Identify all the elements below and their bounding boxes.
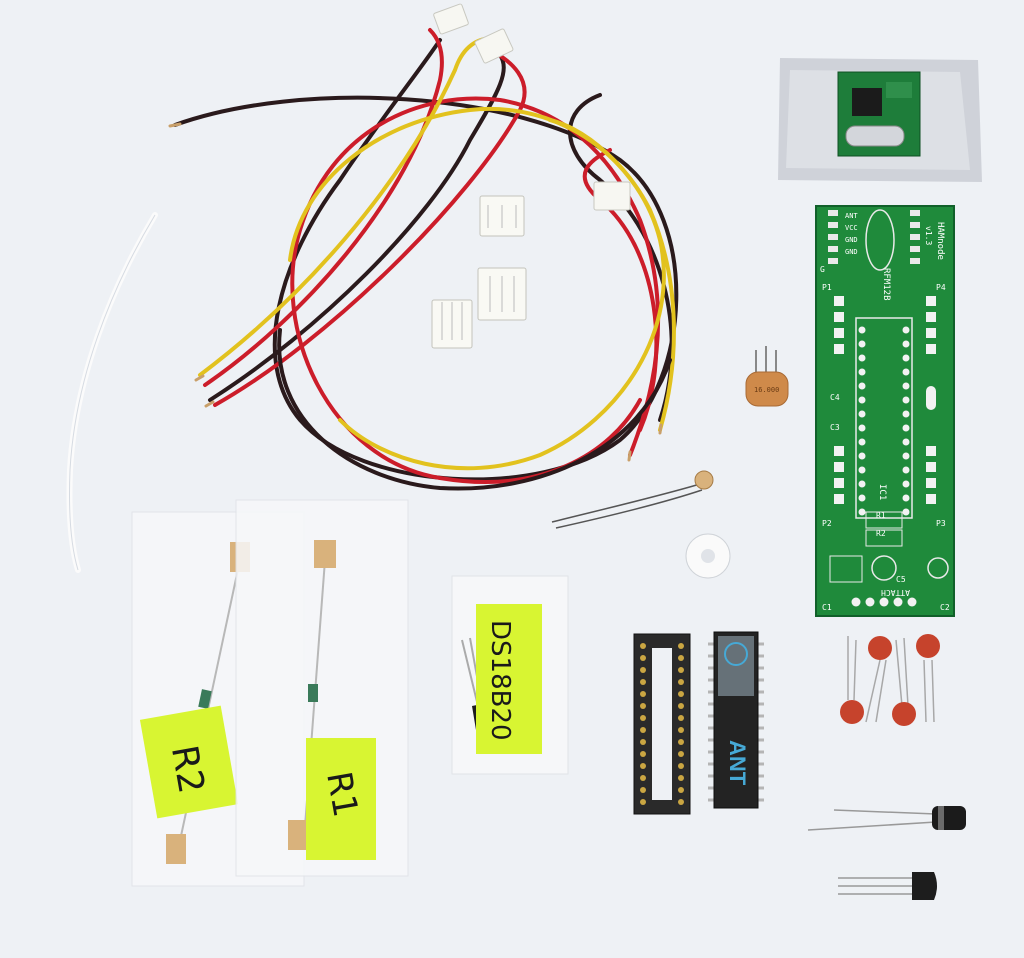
ds18b20-bag: DS18B20 [451, 575, 569, 775]
chip-marking: ANT [725, 740, 750, 786]
pcb-ref-label: P3 [936, 519, 946, 528]
jst-connector-3 [593, 181, 631, 211]
sticky-note-r1 [306, 738, 376, 860]
resistor-bag-r1: R1 [235, 499, 409, 877]
voltage-regulator-transistor [838, 872, 937, 900]
sticky-note-ds18b20 [476, 604, 542, 754]
pcb-name-label: HAMnode [935, 222, 945, 260]
header-connector-2 [477, 267, 527, 321]
sticky-note-ds18b20-text: DS18B20 [485, 620, 515, 741]
pcb-pin-label: GND [845, 248, 858, 256]
pcb-ic-label: IC1 [877, 484, 887, 500]
pcb-attach-label: ATTACH [881, 588, 910, 597]
pcb-ref-label: C1 [822, 603, 832, 612]
pcb-ref-label: R2 [876, 529, 886, 538]
sticky-note-r1-text: R1 [318, 769, 365, 821]
pcb-ref-label: R1 [876, 511, 886, 520]
ceramic-capacitor [892, 702, 916, 726]
pcb-ref-label: C2 [940, 603, 950, 612]
jst-connector-2 [474, 28, 514, 64]
pcb-pin-label: GND [845, 236, 858, 244]
header-connector-1 [479, 195, 525, 237]
pcb-ic-pads [858, 326, 910, 516]
sticky-note-r2 [139, 705, 239, 819]
jst-connector-1 [433, 3, 469, 35]
ceramic-capacitor [916, 634, 940, 658]
hamnode-pcb: RFM12B HAMnode v1.3 ANT VCC GND GND IC1 [815, 205, 955, 617]
pcb-ref-label: P4 [936, 283, 946, 292]
header-connector-3 [431, 299, 473, 349]
pcb-ref-label: P1 [822, 283, 832, 292]
pcb-version-label: v1.3 [924, 226, 933, 245]
nylon-spacer [685, 533, 731, 579]
ceramic-capacitors [840, 634, 940, 726]
pcb-ref-label: P2 [822, 519, 832, 528]
ic-socket [633, 633, 691, 815]
pcb-ref-label: C3 [830, 423, 840, 432]
pcb-pin-label: ANT [845, 212, 858, 220]
pcb-module-label: RFM12B [881, 268, 891, 301]
ceramic-resonator: 16.000 [745, 346, 789, 407]
pcb-ref-label: G [820, 265, 825, 274]
sticky-note-r2-text: R2 [163, 742, 212, 796]
light-dependent-resistor [551, 470, 714, 529]
rfm12b-module-bag [778, 58, 982, 182]
resonator-marking: 16.000 [754, 386, 779, 394]
pcb-pin-label: VCC [845, 224, 858, 232]
ceramic-capacitor [868, 636, 892, 660]
pcb-ref-label: C4 [830, 393, 840, 402]
microcontroller-chip: ANT [708, 631, 764, 809]
electrolytic-capacitor [807, 806, 966, 831]
ceramic-capacitor [840, 700, 864, 724]
pcb-ref-label: C5 [896, 575, 906, 584]
